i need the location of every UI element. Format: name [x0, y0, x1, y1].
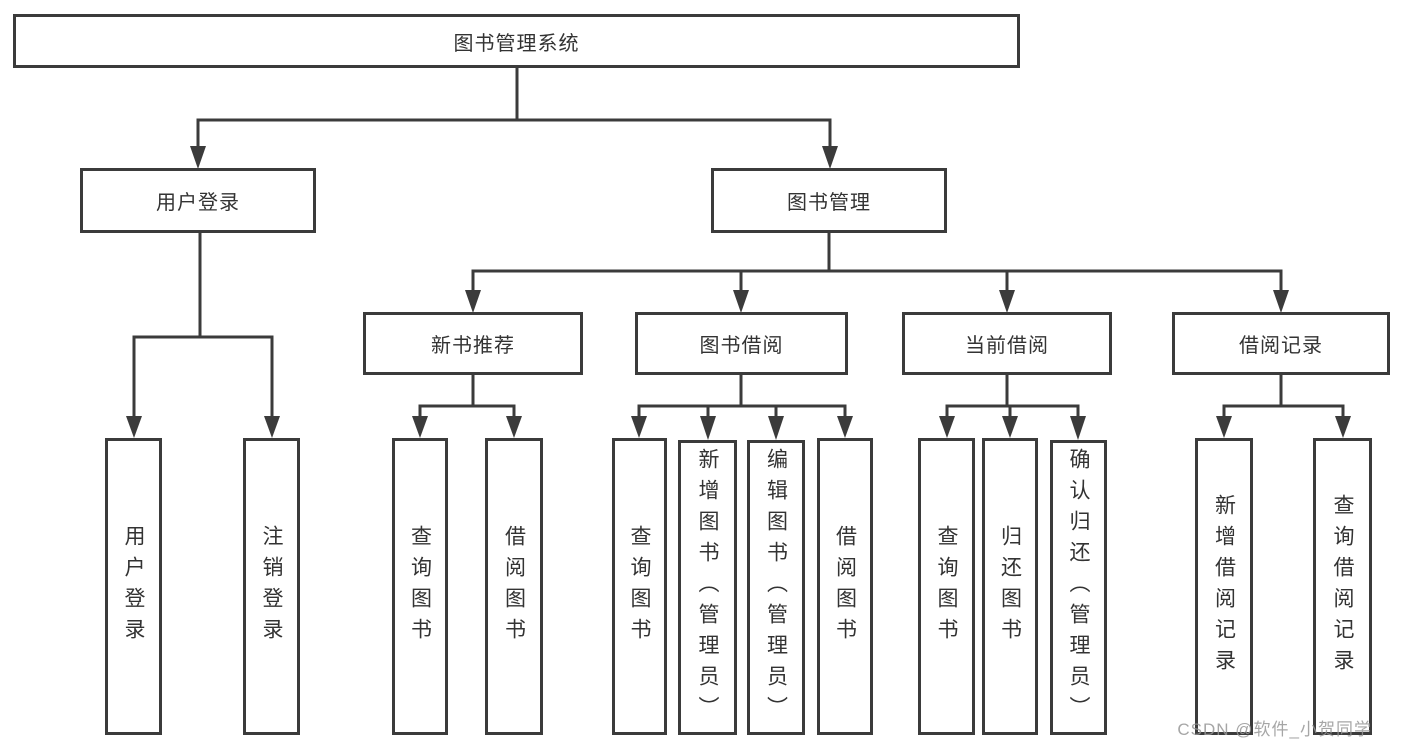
- node-label: 图书管理: [787, 192, 871, 214]
- node-label: 用户登录: [156, 192, 240, 214]
- leaf-label: 确认归还（管理员）: [1067, 448, 1090, 727]
- leaf-query-book-borrow: 查询图书: [612, 438, 667, 735]
- node-new-book-recommend: 新书推荐: [363, 312, 583, 375]
- leaf-confirm-return-admin: 确认归还（管理员）: [1050, 440, 1107, 735]
- leaf-label: 归还图书: [998, 524, 1022, 649]
- leaf-label: 注销登录: [260, 524, 283, 649]
- leaf-label: 查询借阅记录: [1331, 493, 1354, 680]
- leaf-label: 用户登录: [122, 524, 145, 649]
- leaf-return-book: 归还图书: [982, 438, 1038, 735]
- leaf-label: 借阅图书: [833, 524, 857, 649]
- leaf-label: 编辑图书（管理员）: [764, 448, 788, 727]
- node-book-borrow: 图书借阅: [635, 312, 848, 375]
- leaf-add-borrow-record: 新增借阅记录: [1195, 438, 1253, 735]
- node-label: 图书借阅: [699, 335, 784, 357]
- leaf-add-book-admin: 新增图书（管理员）: [678, 440, 737, 735]
- csdn-watermark: CSDN @软件_小贺同学: [1177, 720, 1372, 739]
- node-root: 图书管理系统: [13, 14, 1020, 68]
- node-label: 当前借阅: [965, 335, 1049, 357]
- node-label: 借阅记录: [1239, 335, 1323, 357]
- leaf-borrow-book: 借阅图书: [817, 438, 873, 735]
- node-root-label: 图书管理系统: [453, 32, 580, 55]
- leaf-label: 新增图书（管理员）: [696, 448, 719, 727]
- leaf-label: 借阅图书: [502, 524, 526, 649]
- leaf-query-book-recommend: 查询图书: [392, 438, 448, 735]
- leaf-user-login: 用户登录: [105, 438, 162, 735]
- arrowheads: [126, 146, 1351, 440]
- leaf-logout: 注销登录: [243, 438, 300, 735]
- leaf-label: 查询图书: [408, 524, 432, 649]
- node-book-management-branch: 图书管理: [711, 168, 947, 233]
- node-user-login-branch: 用户登录: [80, 168, 316, 233]
- leaf-label: 新增借阅记录: [1212, 493, 1236, 680]
- leaf-edit-book-admin: 编辑图书（管理员）: [747, 440, 805, 735]
- node-borrow-records: 借阅记录: [1172, 312, 1390, 375]
- leaf-borrow-book-recommend: 借阅图书: [485, 438, 543, 735]
- leaf-query-book-current: 查询图书: [918, 438, 975, 735]
- leaf-query-borrow-record: 查询借阅记录: [1313, 438, 1372, 735]
- node-current-borrow: 当前借阅: [902, 312, 1112, 375]
- node-label: 新书推荐: [431, 335, 515, 357]
- leaf-label: 查询图书: [628, 524, 651, 649]
- leaf-label: 查询图书: [935, 524, 958, 649]
